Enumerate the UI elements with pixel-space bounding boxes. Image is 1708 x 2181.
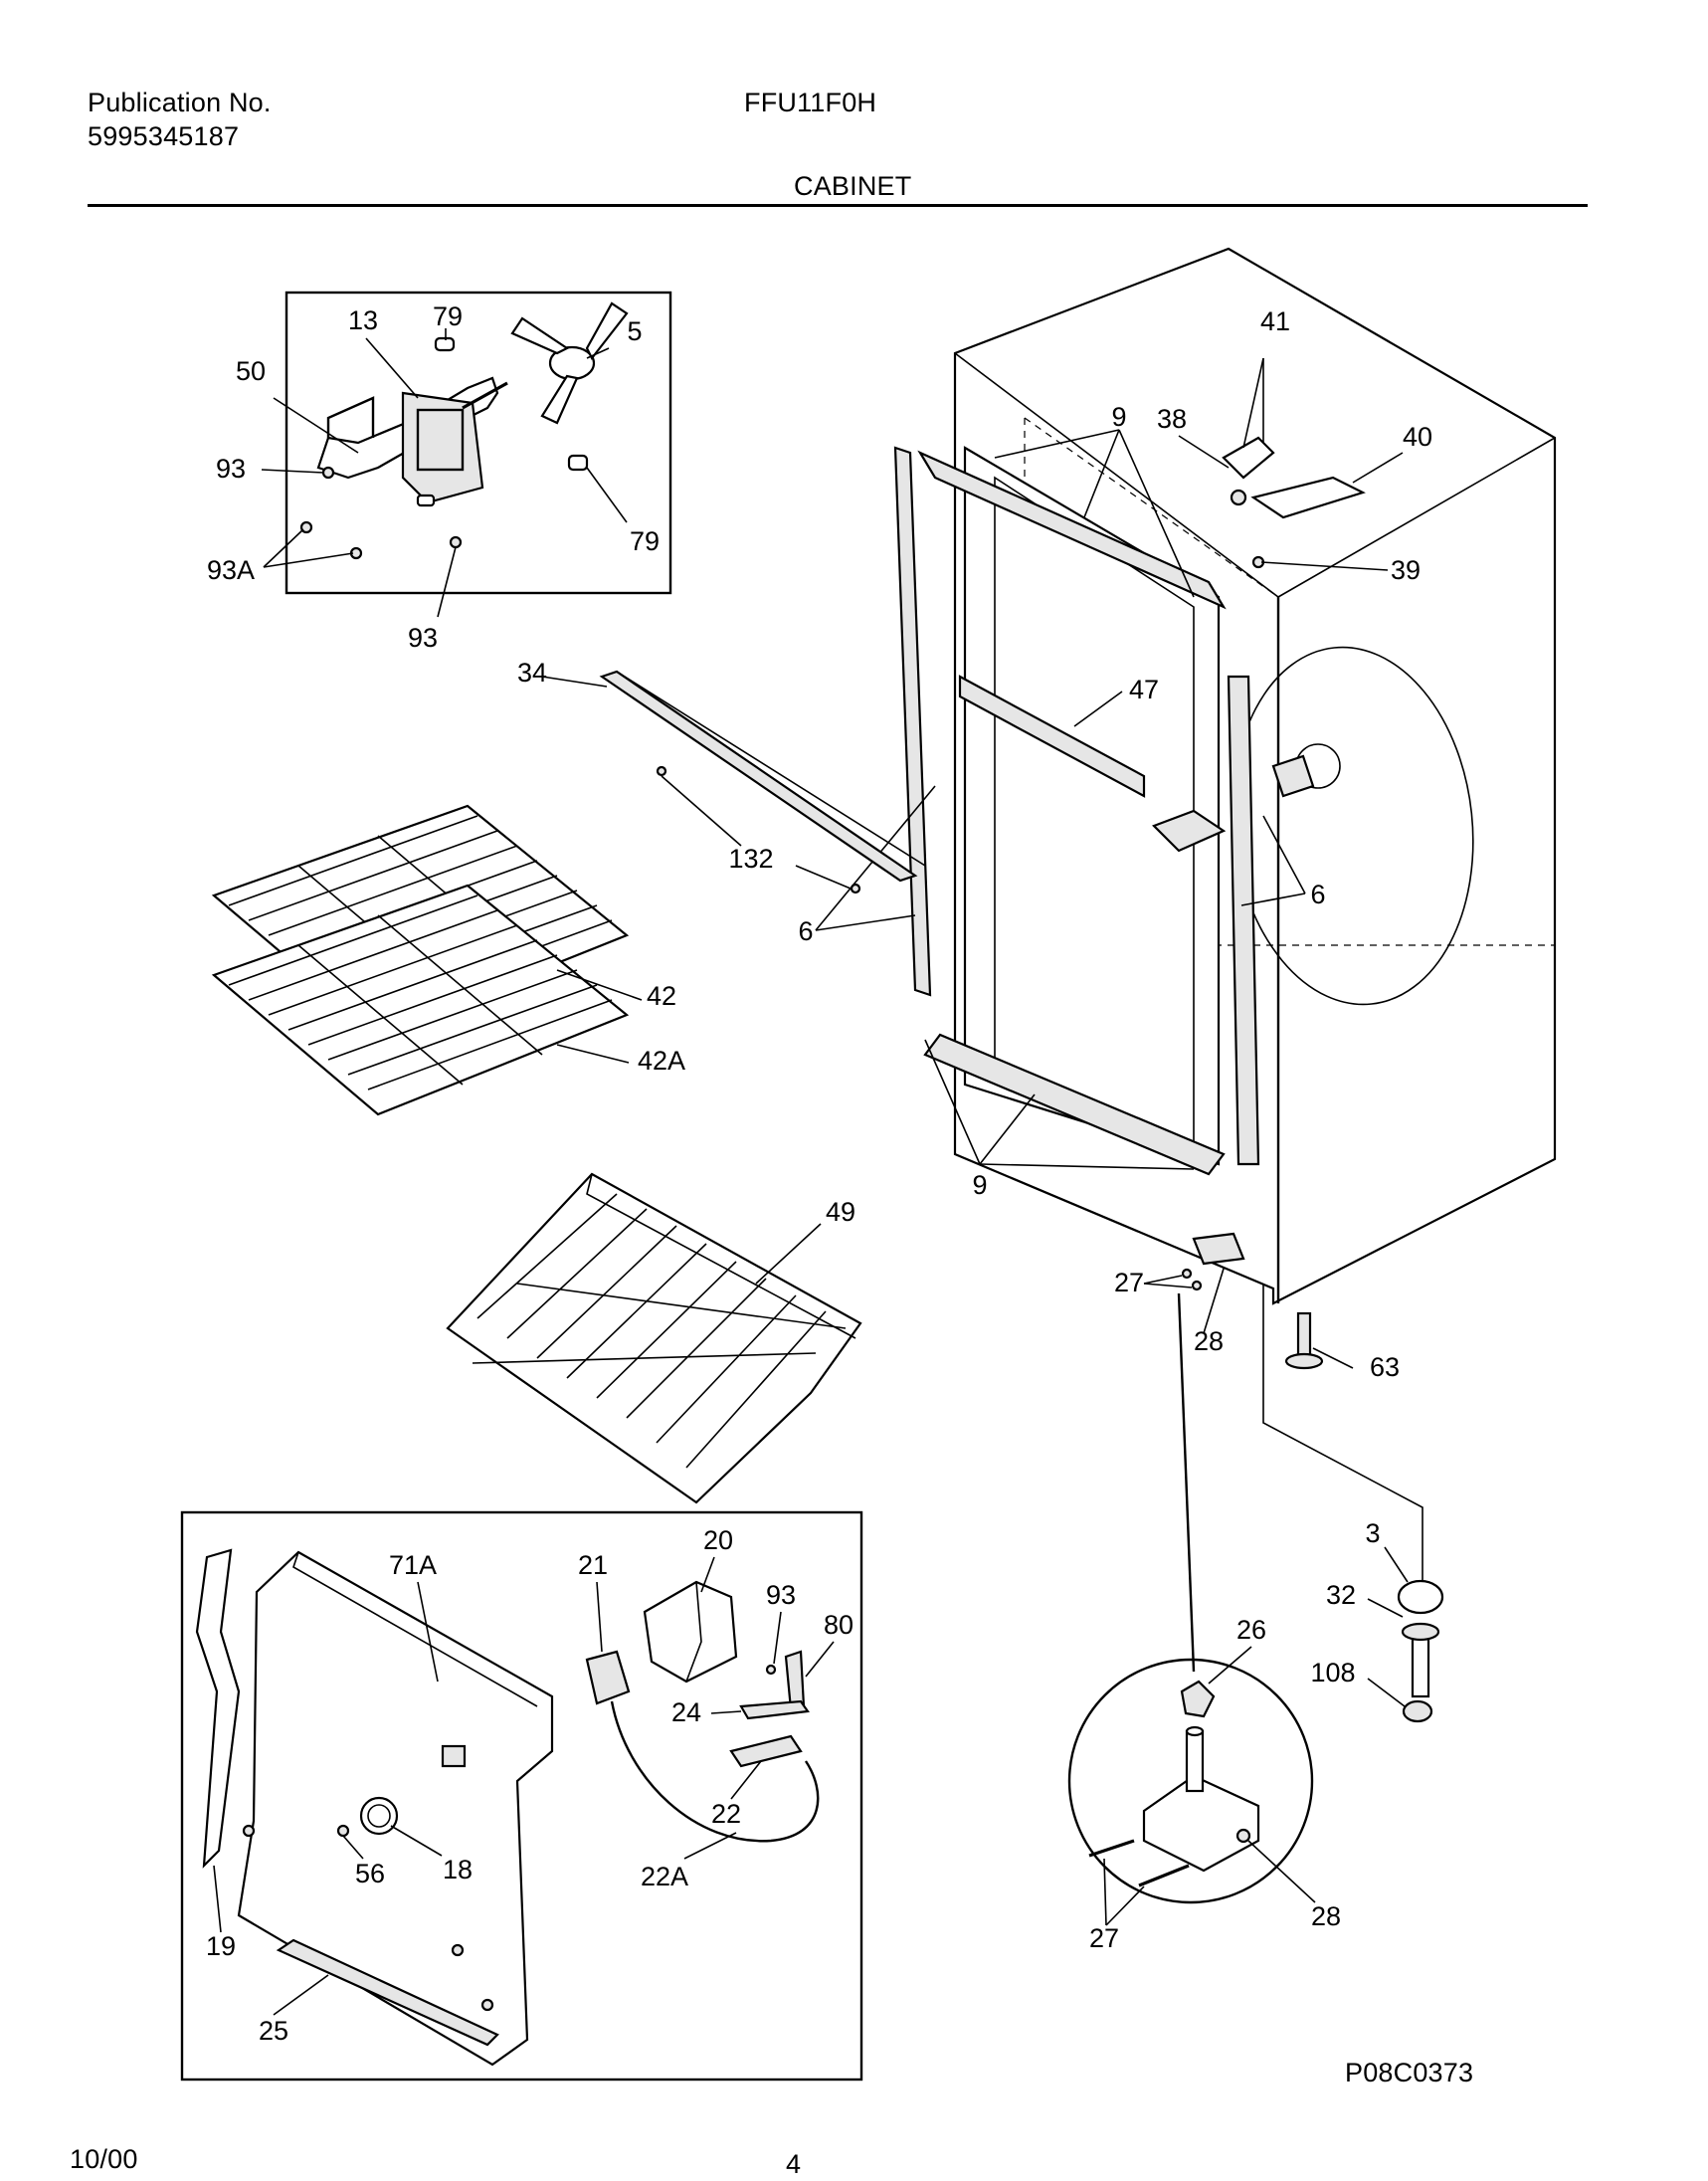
callout-71A: 71A	[389, 1550, 437, 1580]
callout-24: 24	[671, 1697, 701, 1727]
callout-93-panel: 93	[766, 1580, 796, 1610]
callout-13: 13	[348, 305, 378, 335]
callout-47: 47	[1129, 675, 1159, 704]
callout-56: 56	[355, 1859, 385, 1888]
publication-number: 5995345187	[88, 121, 240, 151]
callout-79-bottom: 79	[630, 526, 660, 556]
leveling-leg-63: 63	[1284, 1311, 1400, 1382]
hinge-detail-circle: 26 27 28	[1067, 1615, 1341, 1953]
callout-63: 63	[1370, 1352, 1400, 1382]
callout-20: 20	[703, 1525, 733, 1555]
callout-49: 49	[826, 1197, 855, 1227]
callout-28-upper: 28	[1194, 1326, 1224, 1356]
door-stop-parts: 3 32 108	[1262, 1284, 1444, 1723]
callout-28-detail: 28	[1311, 1901, 1341, 1931]
drawing-id: P08C0373	[1345, 2058, 1474, 2087]
page-number: 4	[786, 2149, 802, 2179]
callout-34: 34	[517, 658, 547, 688]
callout-26: 26	[1236, 1615, 1266, 1645]
callout-80: 80	[824, 1610, 854, 1640]
callout-93-bottom: 93	[408, 623, 438, 653]
callout-3: 3	[1365, 1518, 1380, 1548]
callout-27-upper: 27	[1114, 1268, 1144, 1297]
callout-79-top: 79	[433, 301, 463, 331]
callout-32: 32	[1326, 1580, 1356, 1610]
publication-label: Publication No.	[88, 88, 272, 117]
callout-27-detail: 27	[1089, 1923, 1119, 1953]
callout-6-left: 6	[798, 916, 813, 946]
basket-49: 49	[446, 1172, 862, 1504]
callout-9-bottom: 9	[972, 1170, 987, 1200]
lower-hinge-assembly: 27 28	[1114, 1232, 1245, 1673]
callout-42: 42	[647, 981, 676, 1011]
callout-25: 25	[259, 2016, 288, 2046]
section-title: CABINET	[794, 171, 912, 201]
callout-5: 5	[627, 316, 642, 346]
callout-22: 22	[711, 1799, 741, 1829]
callout-50: 50	[236, 356, 266, 386]
footer-date: 10/00	[70, 2144, 138, 2174]
shelf-support-34: 34 132	[517, 658, 926, 894]
callout-93-left: 93	[216, 454, 246, 484]
callout-39: 39	[1391, 555, 1421, 585]
wire-shelf-42A: 42 42A	[211, 884, 685, 1116]
header-rule	[88, 204, 1588, 207]
callout-18: 18	[443, 1855, 473, 1884]
callout-108: 108	[1310, 1658, 1355, 1687]
cabinet-callouts: 9 38 41 40 39 47 6 6 9	[798, 306, 1432, 1200]
callout-42A: 42A	[638, 1046, 685, 1076]
callout-38: 38	[1157, 404, 1187, 434]
cabinet-body	[893, 247, 1557, 1305]
callout-22A: 22A	[641, 1862, 688, 1891]
callout-41: 41	[1260, 306, 1290, 336]
callout-132: 132	[728, 844, 773, 874]
callout-9-top: 9	[1111, 402, 1126, 432]
model-number: FFU11F0H	[744, 88, 877, 117]
callout-40: 40	[1403, 422, 1432, 452]
callout-6-right: 6	[1310, 880, 1325, 909]
control-panel-inset: 71A 21 20 93 80 24 22 22A 18 56 19 25	[180, 1510, 863, 2082]
fan-motor-inset: 13 79 5 50 93 93A 79 93	[207, 291, 672, 653]
callout-93A: 93A	[207, 555, 255, 585]
callout-19: 19	[206, 1931, 236, 1961]
callout-21: 21	[578, 1550, 608, 1580]
